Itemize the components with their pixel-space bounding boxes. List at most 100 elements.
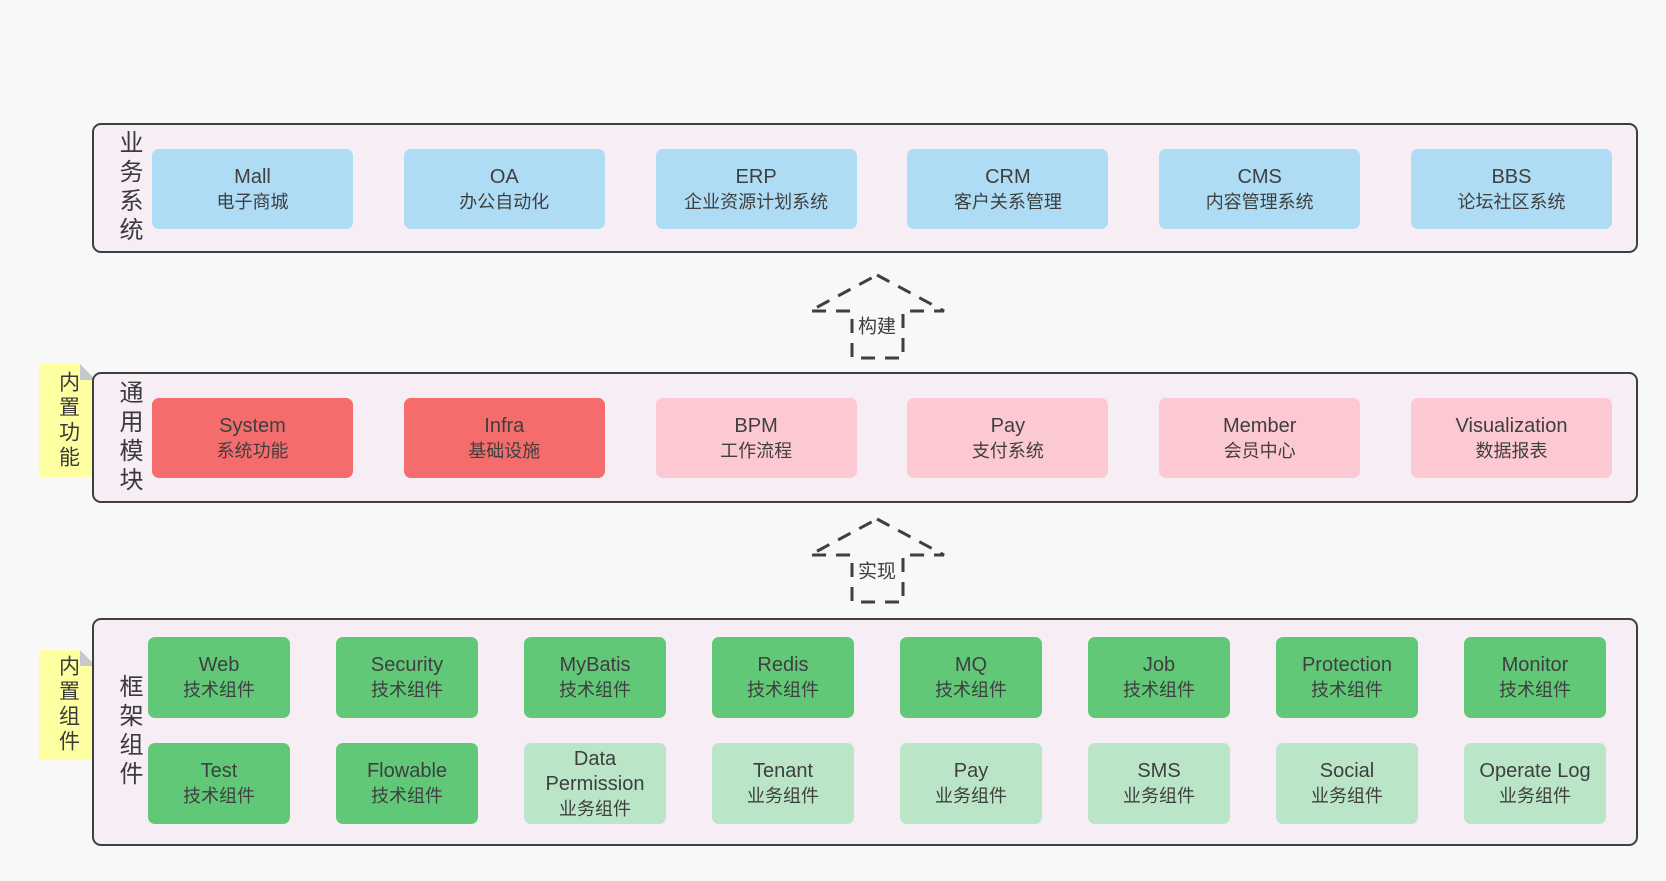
node-pay-component: Pay 业务组件 bbox=[900, 743, 1042, 824]
node-security: Security 技术组件 bbox=[336, 637, 478, 718]
node-subtitle: 会员中心 bbox=[1223, 440, 1296, 461]
section-label: 通用模块 bbox=[115, 379, 142, 496]
node-subtitle: 支付系统 bbox=[971, 440, 1044, 461]
node-title: Operate Log bbox=[1479, 760, 1591, 782]
node-subtitle: 业务组件 bbox=[1123, 786, 1195, 806]
node-subtitle: 业务组件 bbox=[559, 798, 631, 819]
node-redis: Redis 技术组件 bbox=[712, 637, 854, 718]
node-infra: Infra 基础设施 bbox=[403, 398, 605, 478]
node-subtitle: 办公自动化 bbox=[459, 191, 550, 212]
node-title: ERP bbox=[735, 165, 777, 188]
node-subtitle: 企业资源计划系统 bbox=[684, 191, 829, 212]
dashed-up-arrow-icon bbox=[809, 273, 945, 360]
node-sms: SMS 业务组件 bbox=[1088, 743, 1230, 824]
node-title: Security bbox=[370, 654, 444, 676]
node-subtitle: 技术组件 bbox=[1499, 680, 1571, 700]
node-title: Flowable bbox=[366, 760, 448, 782]
node-subtitle: 技术组件 bbox=[1123, 680, 1195, 700]
node-title: Mall bbox=[234, 165, 271, 188]
node-protection: Protection 技术组件 bbox=[1276, 637, 1418, 718]
node-title: MQ bbox=[954, 654, 988, 676]
node-job: Job 技术组件 bbox=[1088, 637, 1230, 718]
node-title: Monitor bbox=[1501, 654, 1569, 676]
node-mall: Mall 电子商城 bbox=[152, 149, 353, 229]
node-system: System 系统功能 bbox=[152, 398, 353, 478]
node-title: Web bbox=[198, 654, 240, 676]
node-subtitle: 工作流程 bbox=[720, 440, 793, 461]
node-title: Data Permission bbox=[545, 747, 645, 795]
node-monitor: Monitor 技术组件 bbox=[1464, 637, 1606, 718]
node-title: BBS bbox=[1491, 165, 1532, 188]
node-bbs: BBS 论坛社区系统 bbox=[1410, 149, 1612, 229]
node-flowable: Flowable 技术组件 bbox=[336, 743, 478, 824]
dashed-up-arrow-icon bbox=[809, 517, 945, 604]
node-title: Visualization bbox=[1455, 414, 1568, 437]
node-subtitle: 技术组件 bbox=[935, 680, 1007, 700]
node-mq: MQ 技术组件 bbox=[900, 637, 1042, 718]
node-subtitle: 基础设施 bbox=[468, 440, 541, 461]
node-subtitle: 客户关系管理 bbox=[953, 191, 1062, 212]
node-title: Tenant bbox=[752, 760, 814, 782]
section-framework-components: 框架组件 Web 技术组件 Security 技术组件 MyBatis 技术组件… bbox=[92, 618, 1638, 846]
node-mybatis: MyBatis 技术组件 bbox=[524, 637, 666, 718]
node-subtitle: 技术组件 bbox=[747, 680, 819, 700]
section-common-modules: 通用模块 System 系统功能 Infra 基础设施 BPM 工作流程 Pay… bbox=[92, 372, 1638, 503]
node-web: Web 技术组件 bbox=[148, 637, 290, 718]
node-test: Test 技术组件 bbox=[148, 743, 290, 824]
node-title: Infra bbox=[484, 414, 525, 437]
section-label: 业务系统 bbox=[115, 130, 142, 246]
section-business-systems: 业务系统 Mall 电子商城 OA 办公自动化 ERP 企业资源计划系统 CRM… bbox=[92, 123, 1638, 253]
node-subtitle: 业务组件 bbox=[1499, 786, 1571, 806]
node-title: CRM bbox=[985, 165, 1031, 188]
sticky-note-label: 内置功能 bbox=[56, 370, 80, 471]
node-title: Job bbox=[1142, 654, 1176, 676]
section-label: 框架组件 bbox=[115, 674, 142, 790]
node-title: System bbox=[219, 414, 286, 437]
node-subtitle: 技术组件 bbox=[559, 680, 631, 700]
node-visualization: Visualization 数据报表 bbox=[1410, 398, 1612, 478]
node-subtitle: 系统功能 bbox=[216, 440, 289, 461]
node-subtitle: 内容管理系统 bbox=[1205, 191, 1314, 212]
node-title: Social bbox=[1319, 760, 1375, 782]
node-subtitle: 技术组件 bbox=[371, 680, 443, 700]
node-subtitle: 业务组件 bbox=[935, 786, 1007, 806]
node-title: Protection bbox=[1301, 654, 1393, 676]
node-crm: CRM 客户关系管理 bbox=[907, 149, 1109, 229]
node-subtitle: 技术组件 bbox=[1311, 680, 1383, 700]
node-subtitle: 技术组件 bbox=[183, 680, 255, 700]
node-title: OA bbox=[489, 165, 519, 188]
node-row: Web 技术组件 Security 技术组件 MyBatis 技术组件 Redi… bbox=[148, 637, 1606, 718]
node-social: Social 业务组件 bbox=[1276, 743, 1418, 824]
node-title: Pay bbox=[990, 414, 1026, 437]
node-subtitle: 论坛社区系统 bbox=[1457, 191, 1566, 212]
node-subtitle: 技术组件 bbox=[371, 786, 443, 806]
node-data-permission: Data Permission 业务组件 bbox=[524, 743, 666, 824]
node-title: MyBatis bbox=[559, 654, 631, 676]
node-title: Member bbox=[1223, 414, 1297, 437]
node-row: Mall 电子商城 OA 办公自动化 ERP 企业资源计划系统 CRM 客户关系… bbox=[152, 149, 1612, 229]
build-arrow-label: 构建 bbox=[853, 310, 901, 340]
node-subtitle: 数据报表 bbox=[1475, 440, 1548, 461]
node-operate-log: Operate Log 业务组件 bbox=[1464, 743, 1606, 824]
node-title: Pay bbox=[953, 760, 989, 782]
node-title: Redis bbox=[757, 654, 809, 676]
node-subtitle: 技术组件 bbox=[183, 786, 255, 806]
node-row: Test 技术组件 Flowable 技术组件 Data Permission … bbox=[148, 743, 1606, 824]
node-pay-system: Pay 支付系统 bbox=[907, 398, 1109, 478]
implement-arrow-label: 实现 bbox=[853, 555, 901, 585]
node-bpm: BPM 工作流程 bbox=[655, 398, 857, 478]
node-oa: OA 办公自动化 bbox=[403, 149, 605, 229]
node-tenant: Tenant 业务组件 bbox=[712, 743, 854, 824]
sticky-note-built-in-components: 内置组件 bbox=[39, 650, 96, 760]
node-subtitle: 业务组件 bbox=[1311, 786, 1383, 806]
node-subtitle: 业务组件 bbox=[747, 786, 819, 806]
sticky-note-label: 内置组件 bbox=[56, 655, 80, 755]
node-cms: CMS 内容管理系统 bbox=[1159, 149, 1361, 229]
node-erp: ERP 企业资源计划系统 bbox=[655, 149, 857, 229]
node-member: Member 会员中心 bbox=[1159, 398, 1361, 478]
node-row: System 系统功能 Infra 基础设施 BPM 工作流程 Pay 支付系统… bbox=[152, 398, 1612, 478]
node-title: SMS bbox=[1137, 760, 1181, 782]
node-title: CMS bbox=[1237, 165, 1282, 188]
node-title: Test bbox=[200, 760, 238, 782]
